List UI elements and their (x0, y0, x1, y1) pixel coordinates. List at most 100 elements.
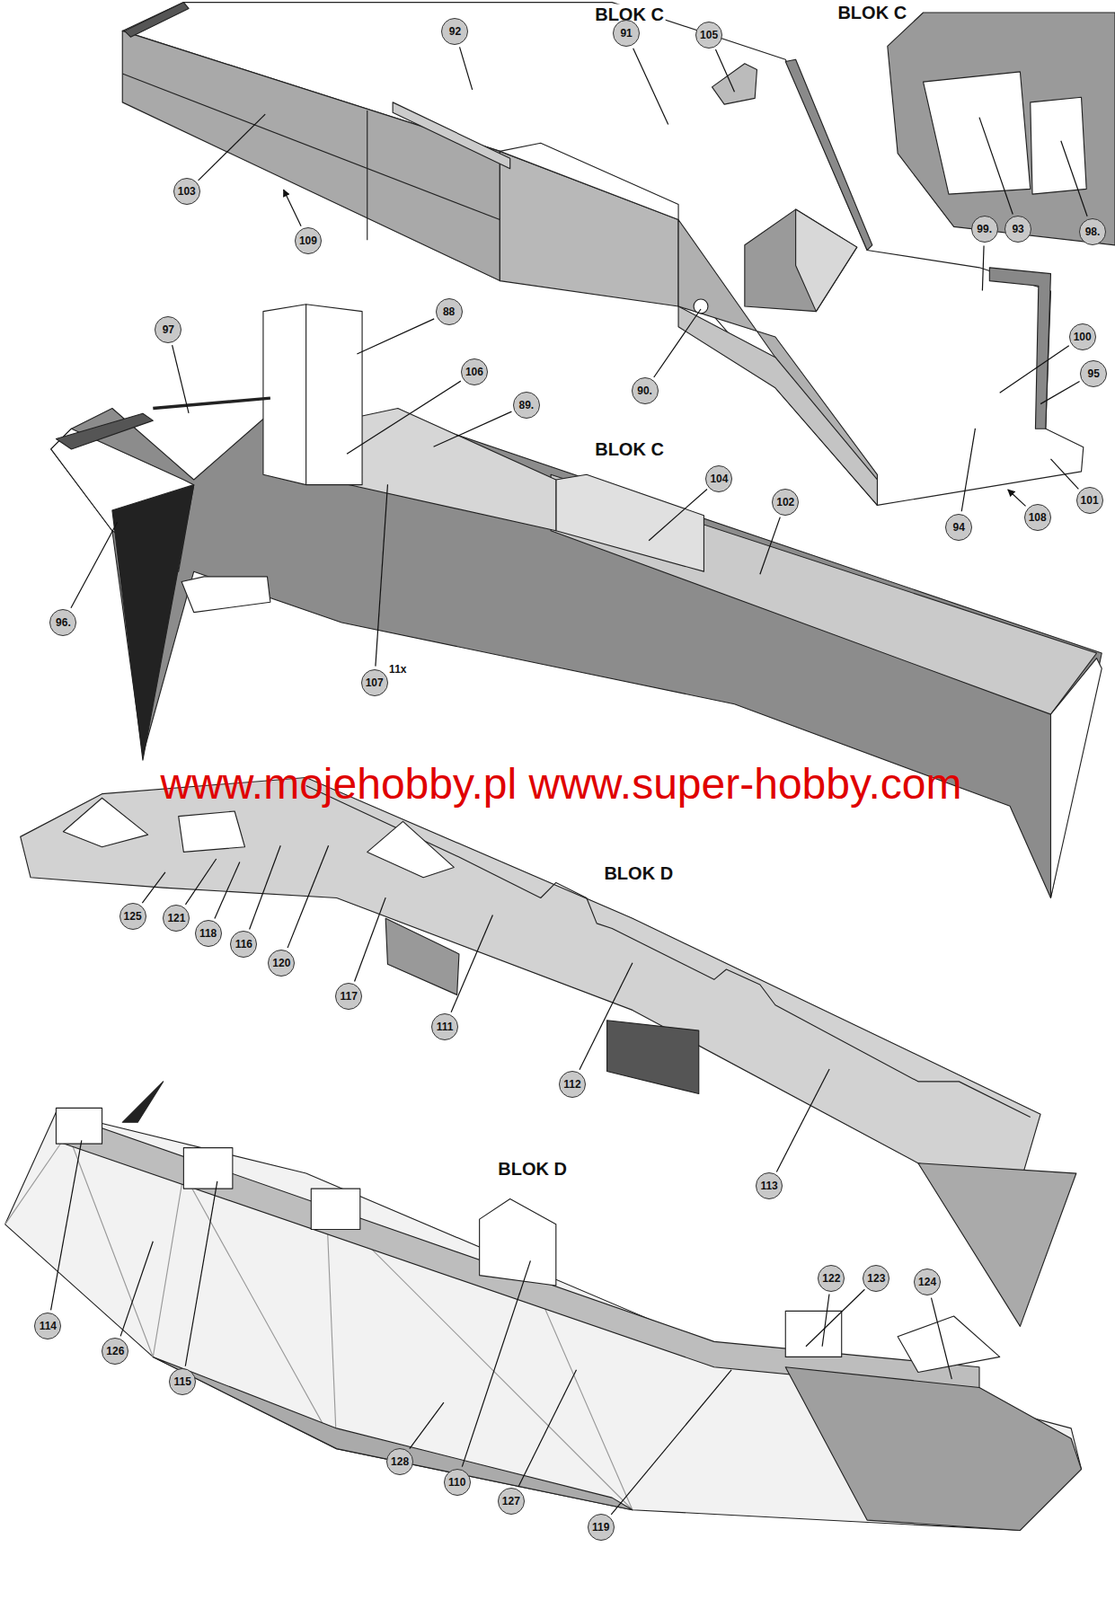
leader-line (805, 1289, 865, 1347)
spike (122, 1081, 163, 1123)
callout-number: 119 (587, 1513, 615, 1541)
leader-line (409, 1402, 444, 1449)
callout-number: 115 (168, 1368, 196, 1396)
leader-line (1061, 141, 1088, 217)
tower-88 (263, 304, 363, 486)
parapet (785, 59, 873, 250)
quantity-note: 11x (389, 663, 407, 676)
wall-walk-97 (152, 398, 271, 408)
callout-number: 114 (34, 1312, 62, 1340)
callout-number: 104 (705, 465, 733, 493)
leader-line (1050, 459, 1079, 489)
callout-number: 122 (817, 1265, 845, 1292)
wall-band (55, 1112, 980, 1393)
leader-line (375, 484, 389, 666)
callout-number: 120 (267, 949, 295, 977)
block-dark (607, 1020, 700, 1095)
leader-line (715, 49, 735, 92)
block-mid (385, 918, 460, 995)
leader-line (999, 345, 1070, 393)
gate-hole (693, 299, 708, 314)
wall-face (122, 30, 500, 281)
leader-line (760, 517, 780, 576)
callout-number: 102 (771, 488, 799, 516)
block-title: BLOK D (495, 1159, 569, 1180)
leader-line (185, 1181, 218, 1367)
leader-line (633, 48, 669, 125)
callout-number: 112 (558, 1070, 586, 1098)
callout-number: 117 (335, 982, 363, 1010)
leader-line (120, 1241, 153, 1337)
leader-line (185, 858, 216, 905)
leader-line (979, 117, 1013, 215)
leader-line (70, 522, 118, 608)
callout-number: 98. (1079, 218, 1107, 246)
leader-line (982, 245, 984, 291)
tower-110 (479, 1198, 557, 1286)
leader-line (356, 318, 434, 354)
block-title: BLOK C (592, 438, 666, 460)
callout-number: 89. (513, 391, 540, 419)
battlement (55, 413, 153, 450)
callout-number: 111 (431, 1013, 459, 1041)
tower (310, 1188, 360, 1230)
roof (62, 797, 148, 847)
leader-line (460, 46, 473, 89)
leader-line (198, 114, 266, 181)
callout-number: 97 (154, 316, 182, 344)
leader-line (172, 345, 189, 414)
shadow-wedge (112, 485, 195, 762)
leader-line (433, 411, 513, 447)
block-title: BLOK D (601, 862, 675, 884)
callout-number: 91 (612, 19, 640, 47)
courtyard-floor (51, 408, 1102, 899)
callout-number: 88 (435, 298, 463, 326)
battlements (306, 786, 1031, 1118)
leader-line (141, 872, 166, 903)
callout-number: 121 (162, 904, 190, 932)
leader-line (1008, 489, 1027, 506)
callout-number: 118 (194, 920, 222, 947)
wall-104 (556, 474, 705, 572)
wedge (918, 1163, 1077, 1328)
strip-part (392, 102, 511, 169)
wall-strip (20, 778, 1041, 1185)
leader-line (610, 1370, 732, 1515)
callout-number: 127 (497, 1487, 525, 1515)
callout-number: 100 (1069, 323, 1097, 351)
leader-line (930, 1298, 952, 1380)
wall-seam (122, 73, 500, 220)
block-title: BLOK C (835, 1, 909, 23)
wall-piece (1050, 658, 1102, 899)
callout-number: 90. (631, 377, 659, 405)
callout-number: 94 (945, 513, 973, 541)
wall-piece (887, 12, 1115, 246)
leader-line (51, 1140, 82, 1310)
callout-number: 107 (361, 669, 389, 697)
wall-piece (1030, 97, 1087, 195)
leader-line (451, 914, 493, 1012)
leader-line (648, 488, 708, 540)
callout-number: 124 (913, 1268, 941, 1296)
tower-side (796, 209, 858, 312)
leader-line (283, 189, 301, 227)
callout-number: 123 (862, 1265, 890, 1292)
tower-114 (55, 1107, 102, 1144)
wall-102 (550, 474, 1097, 715)
callout-number: 96. (49, 609, 77, 637)
callout-number: 110 (443, 1468, 471, 1496)
wall-face (678, 306, 877, 505)
wall-corner (124, 2, 190, 38)
leader-line (1040, 381, 1080, 405)
slope-folds (70, 1142, 632, 1511)
gate-box (785, 1310, 841, 1357)
leader-line (249, 845, 282, 930)
callout-number: 108 (1024, 504, 1052, 531)
leader-line (346, 380, 461, 454)
leader-line (287, 845, 329, 948)
callout-number: 109 (294, 227, 322, 255)
callout-number: 126 (101, 1337, 129, 1365)
leader-line (214, 861, 240, 919)
leader-line (961, 428, 975, 512)
